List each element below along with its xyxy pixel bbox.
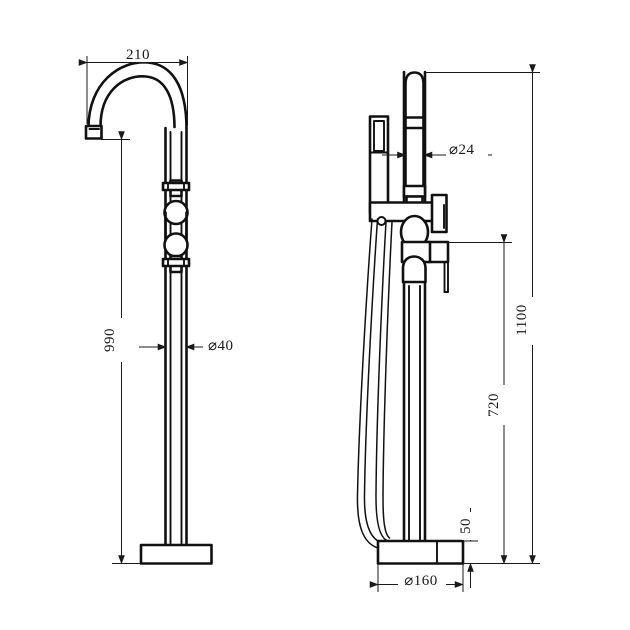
dimension-column-diameter: ⌀40 (139, 336, 243, 354)
left-view-upper-handle (161, 179, 191, 226)
dimension-label-210: 210 (126, 47, 150, 63)
dimension-base-diameter: ⌀160 (369, 563, 464, 592)
dimension-label-720: 720 (486, 393, 502, 417)
dimension-handshower-diameter: ⌀24 (382, 142, 492, 159)
left-view-base-plate (139, 543, 213, 565)
right-view-handshower (402, 71, 427, 213)
right-view-group (356, 70, 465, 565)
dimension-spout-reach: 210 (78, 46, 189, 126)
left-view-group (84, 61, 213, 565)
left-view-lower-handle (161, 232, 191, 274)
dimension-label-dia40: ⌀40 (208, 338, 234, 354)
right-view-base-plate (376, 539, 465, 565)
left-view-riser (164, 126, 188, 547)
dimension-base-height: 50 (458, 508, 479, 588)
dimension-label-dia160: ⌀160 (404, 573, 438, 589)
right-view-shower-hose (356, 216, 393, 550)
dimension-spout-outlet-height: 720 (447, 234, 512, 565)
dimension-spout-height: 990 (101, 131, 140, 565)
dimension-label-dia24: ⌀24 (449, 142, 475, 158)
right-view-riser (402, 70, 427, 543)
dimension-label-50: 50 (458, 518, 474, 534)
left-view-spout-outlet (84, 124, 103, 140)
dimension-label-990: 990 (102, 328, 118, 352)
dimension-label-1100: 1100 (514, 304, 530, 335)
right-view-lower-hub (401, 255, 427, 284)
right-view-upper-body (368, 193, 448, 234)
left-view-spout-arc (87, 61, 188, 130)
right-view-handshower-holder (368, 115, 390, 215)
